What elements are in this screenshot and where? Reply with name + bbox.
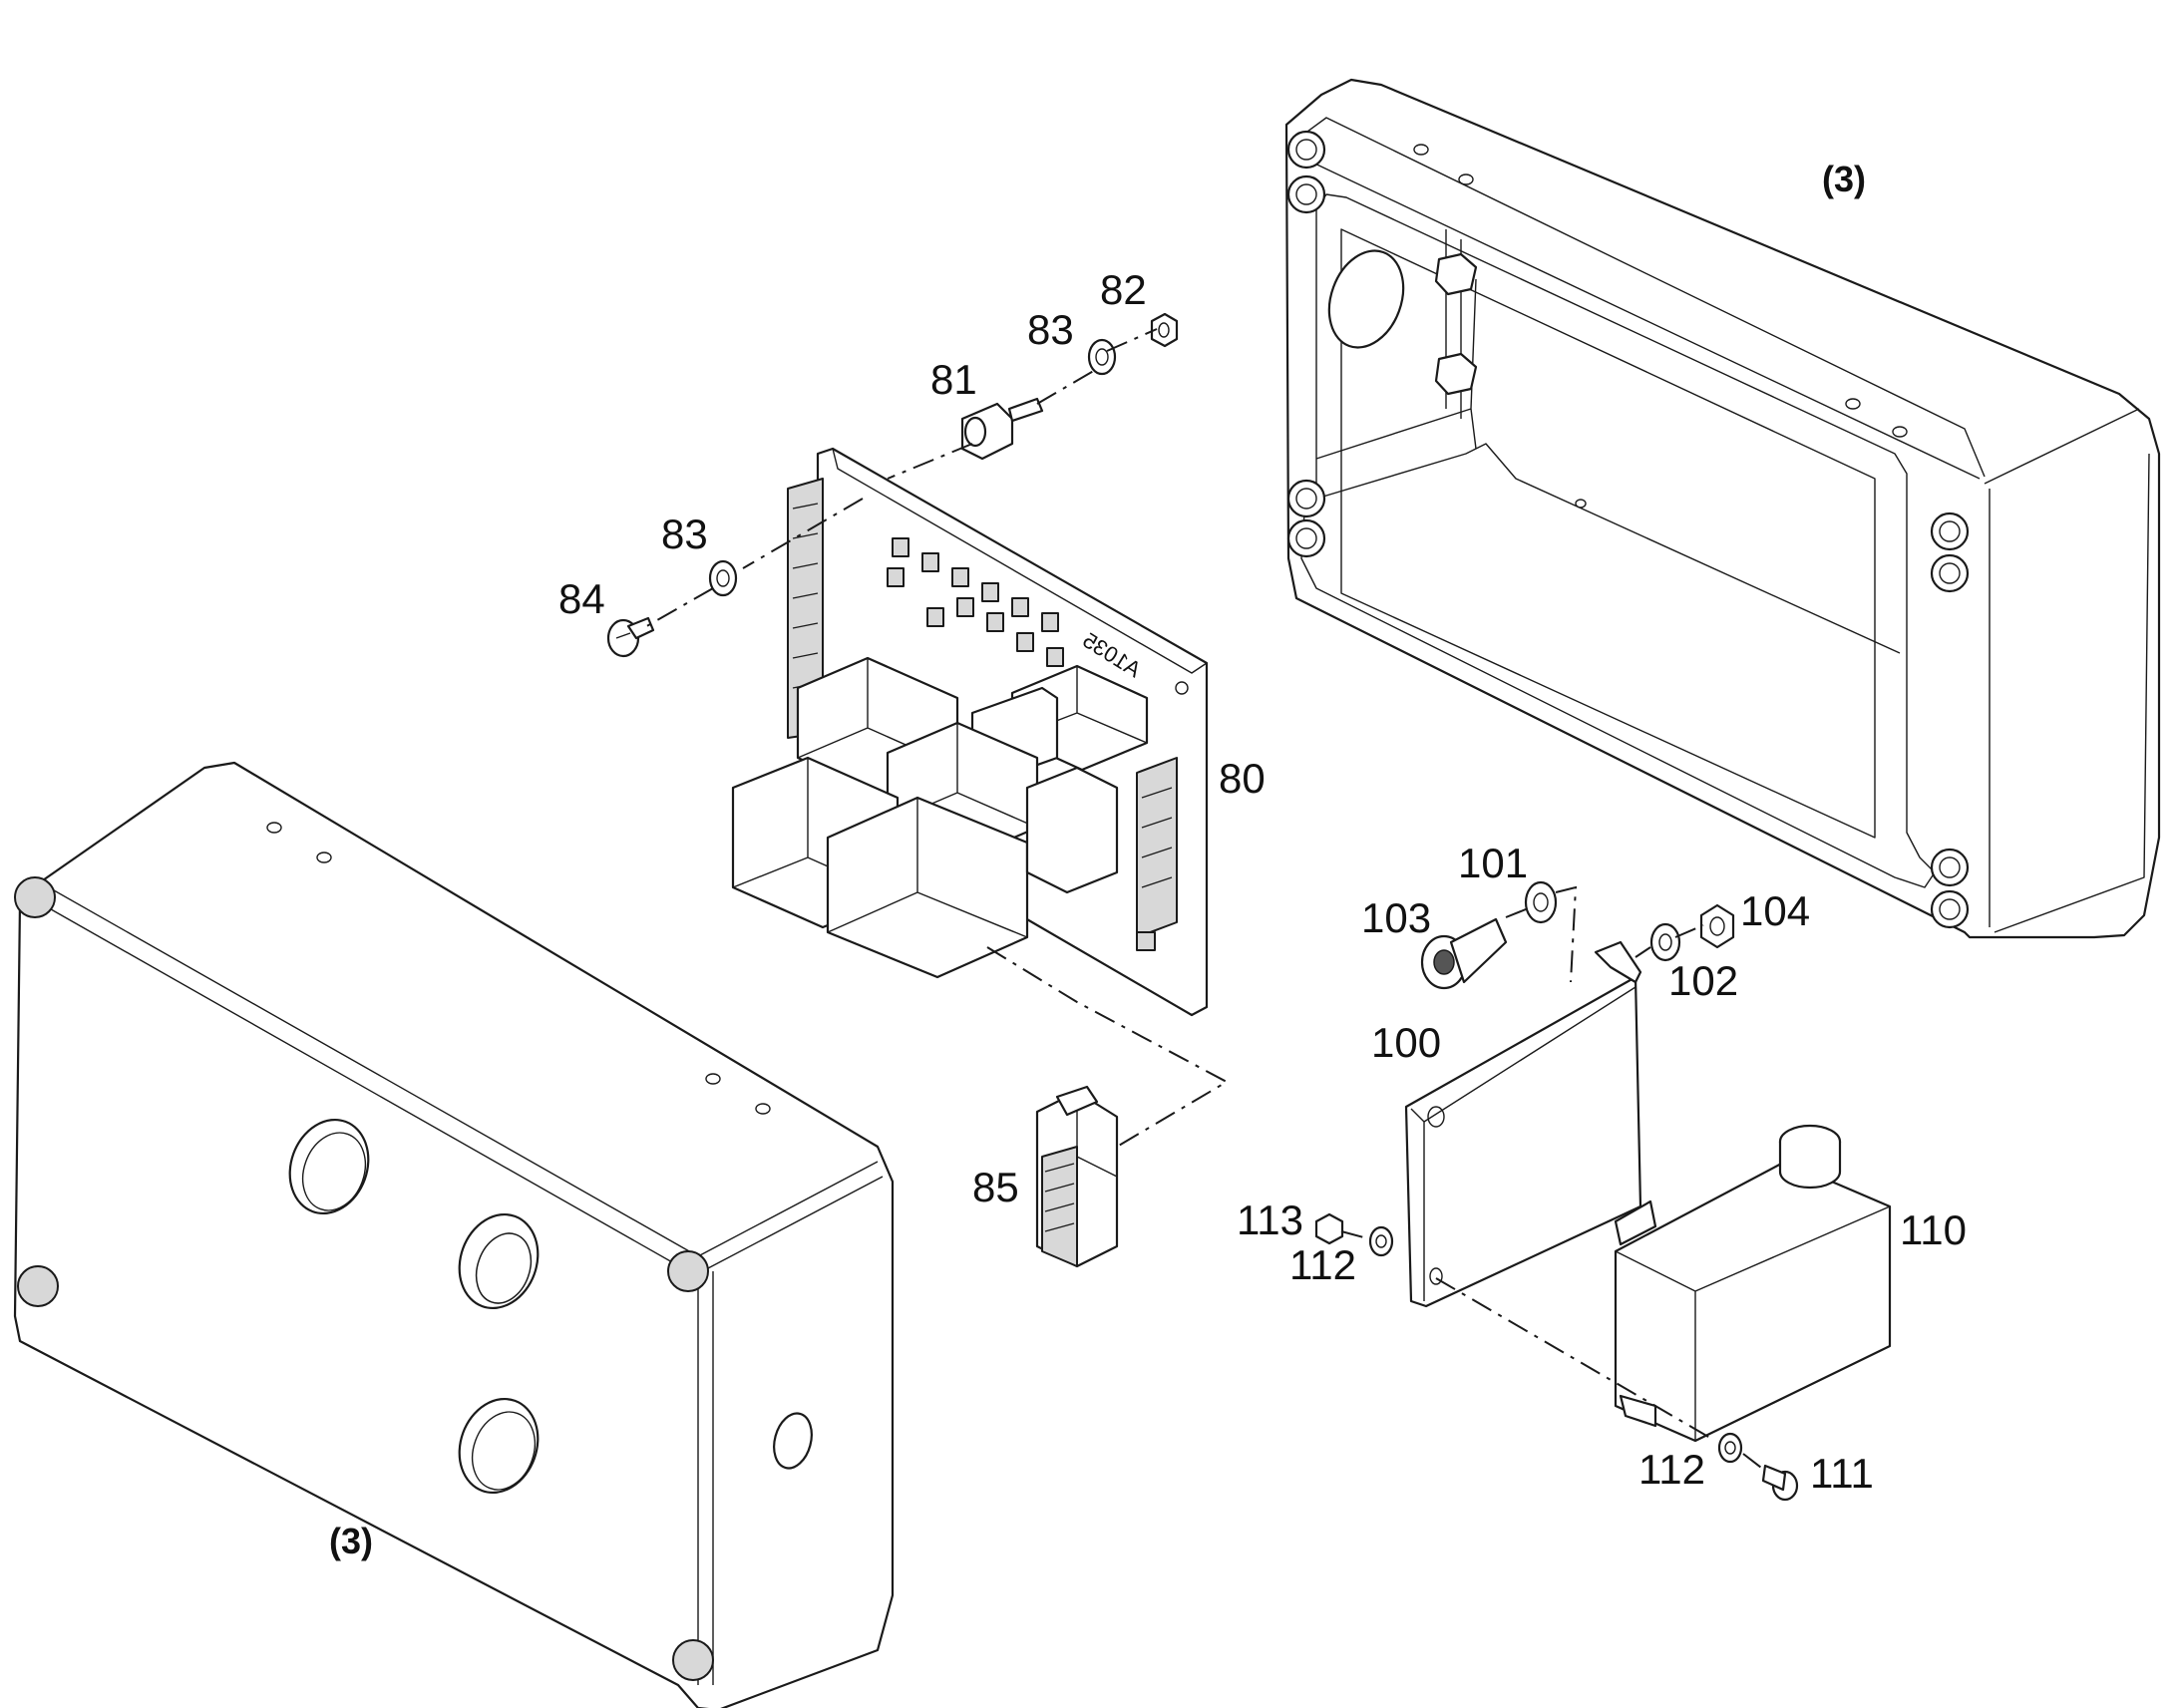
cap-screw-103 bbox=[1420, 917, 1508, 990]
label-80: 80 bbox=[1219, 755, 1266, 802]
label-81: 81 bbox=[930, 356, 977, 403]
bracket-100 bbox=[1404, 940, 1642, 1308]
screw-111 bbox=[1761, 1464, 1799, 1502]
pcb-assembly-80: A1035 bbox=[731, 447, 1209, 1017]
standoff-81 bbox=[960, 397, 1044, 461]
label-82: 82 bbox=[1100, 266, 1147, 313]
washer-83-left bbox=[708, 559, 738, 597]
washer-83-top bbox=[1087, 338, 1117, 376]
label-83-left: 83 bbox=[661, 511, 708, 557]
nut-82 bbox=[1150, 312, 1179, 348]
axis-line-top bbox=[887, 328, 1158, 480]
label-102: 102 bbox=[1668, 957, 1738, 1004]
label-110: 110 bbox=[1900, 1206, 1967, 1253]
axis-line-103 bbox=[1505, 885, 1704, 983]
washer-112-lower bbox=[1717, 1432, 1743, 1464]
washer-102 bbox=[1649, 922, 1681, 962]
nut-104 bbox=[1699, 903, 1735, 949]
screw-84 bbox=[606, 616, 655, 658]
label-84: 84 bbox=[558, 575, 605, 622]
washer-112-upper bbox=[1368, 1225, 1394, 1257]
component-110 bbox=[1614, 1124, 1892, 1443]
axis-line-85 bbox=[986, 946, 1230, 1148]
label-112-lower: 112 bbox=[1638, 1446, 1705, 1493]
label-104: 104 bbox=[1740, 887, 1810, 934]
label-111: 111 bbox=[1810, 1450, 1874, 1497]
label-112-upper: 112 bbox=[1289, 1241, 1356, 1288]
label-103: 103 bbox=[1361, 894, 1431, 941]
axis-line-left bbox=[642, 498, 864, 629]
label-85: 85 bbox=[972, 1164, 1019, 1210]
nut-113 bbox=[1314, 1212, 1344, 1245]
axis-line-110 bbox=[1340, 1230, 1766, 1472]
label-base-3: (3) bbox=[329, 1521, 373, 1561]
label-lid-3: (3) bbox=[1822, 159, 1866, 199]
label-101: 101 bbox=[1458, 840, 1528, 886]
label-100: 100 bbox=[1371, 1019, 1441, 1066]
terminal-block-85 bbox=[1035, 1085, 1119, 1268]
washer-101 bbox=[1524, 880, 1558, 924]
label-113: 113 bbox=[1237, 1196, 1303, 1243]
label-83-top: 83 bbox=[1027, 306, 1074, 353]
enclosure-base-3 bbox=[13, 761, 895, 1708]
enclosure-lid-3 bbox=[1284, 78, 2161, 939]
